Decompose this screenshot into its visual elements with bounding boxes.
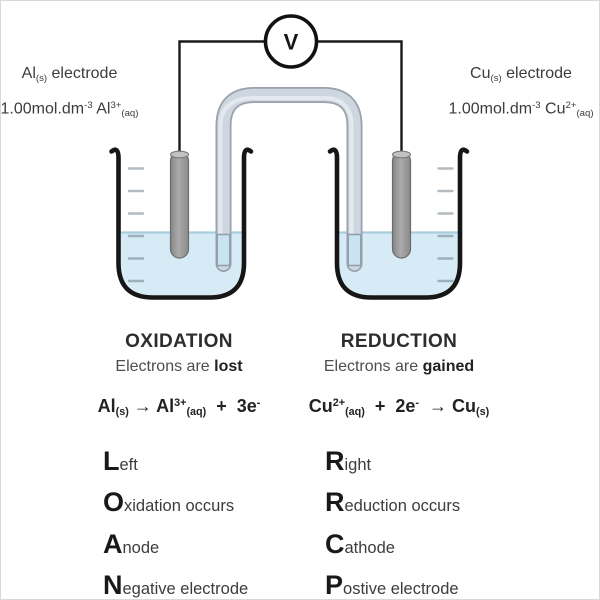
reduction-equation: Cu2+(aq) + 2e- → Cu(s) [308,396,490,419]
mnemonic-letter: P [325,570,344,600]
left-electrode-label: Al(s) electrode 1.00mol.dm-3 Al3+(aq) [0,60,147,127]
wire-right [316,40,403,153]
mnemonic-letter: N [103,570,123,600]
mnemonic-text: ight [344,456,372,474]
mnemonic-item: Negative electrode [103,567,248,600]
mnemonic-letter: R [325,487,345,518]
electrode-copper [391,150,412,259]
oxidation-title: OXIDATION [125,331,233,352]
mnemonic-loan: Left Oxidation occurs Anode Negative ele… [103,443,248,600]
mnemonic-item: Postive electrode [325,567,460,600]
wire-left [178,40,266,153]
right-electrode-label: Cu(s) electrode 1.00mol.dm-3 Cu2+(aq) [431,60,600,127]
mnemonic-text: eduction occurs [344,497,461,516]
solution-right [339,232,458,296]
mnemonic-letter: R [325,446,345,476]
mnemonic-item: Anode [103,526,248,567]
mnemonic-item: Right [325,443,460,484]
mnemonic-item: Reduction occurs [325,484,460,525]
right-electrode-name: Cu(s) electrode [470,65,572,84]
mnemonic-letter: C [325,528,345,559]
beaker-right [327,147,470,300]
cell-apparatus: V [109,14,470,300]
mnemonic-letter: L [103,446,120,476]
right-solution-concentration: 1.00mol.dm-3 Cu2+(aq) [448,99,594,120]
mnemonic-text: athode [344,538,395,557]
mnemonic-text: eft [119,456,138,474]
oxidation-subtitle: Electrons are lost [115,358,243,375]
mnemonic-letter: O [103,487,125,518]
mnemonic-item: Cathode [325,526,460,567]
mnemonic-text: xidation occurs [124,497,235,516]
beaker-left [109,147,254,300]
left-electrode-name: Al(s) electrode [21,65,118,84]
mnemonic-text: node [122,538,160,557]
left-solution-concentration: 1.00mol.dm-3 Al3+(aq) [0,99,139,120]
salt-bridge-end-right [347,233,362,267]
mnemonic-rrcp: Right Reduction occurs Cathode Postive e… [325,443,460,600]
reduction-subtitle: Electrons are gained [323,358,475,375]
oxidation-equation: Al(s) → Al3+(aq) + 3e- [97,396,261,419]
graduation-marks-left [127,167,145,283]
salt-bridge-end-left [216,233,231,267]
electrode-aluminium [169,150,190,259]
graduation-marks-right [437,167,454,283]
mnemonic-text: ostive electrode [343,580,459,599]
mnemonic-text: egative electrode [122,580,249,599]
voltmeter-label: V [284,30,299,55]
mnemonic-item: Oxidation occurs [103,484,248,525]
salt-bridge [215,87,363,272]
voltmeter: V [263,14,319,69]
mnemonic-letter: A [103,528,123,559]
reduction-title: REDUCTION [340,331,458,352]
solution-left [120,232,242,296]
mnemonic-item: Left [103,443,248,484]
